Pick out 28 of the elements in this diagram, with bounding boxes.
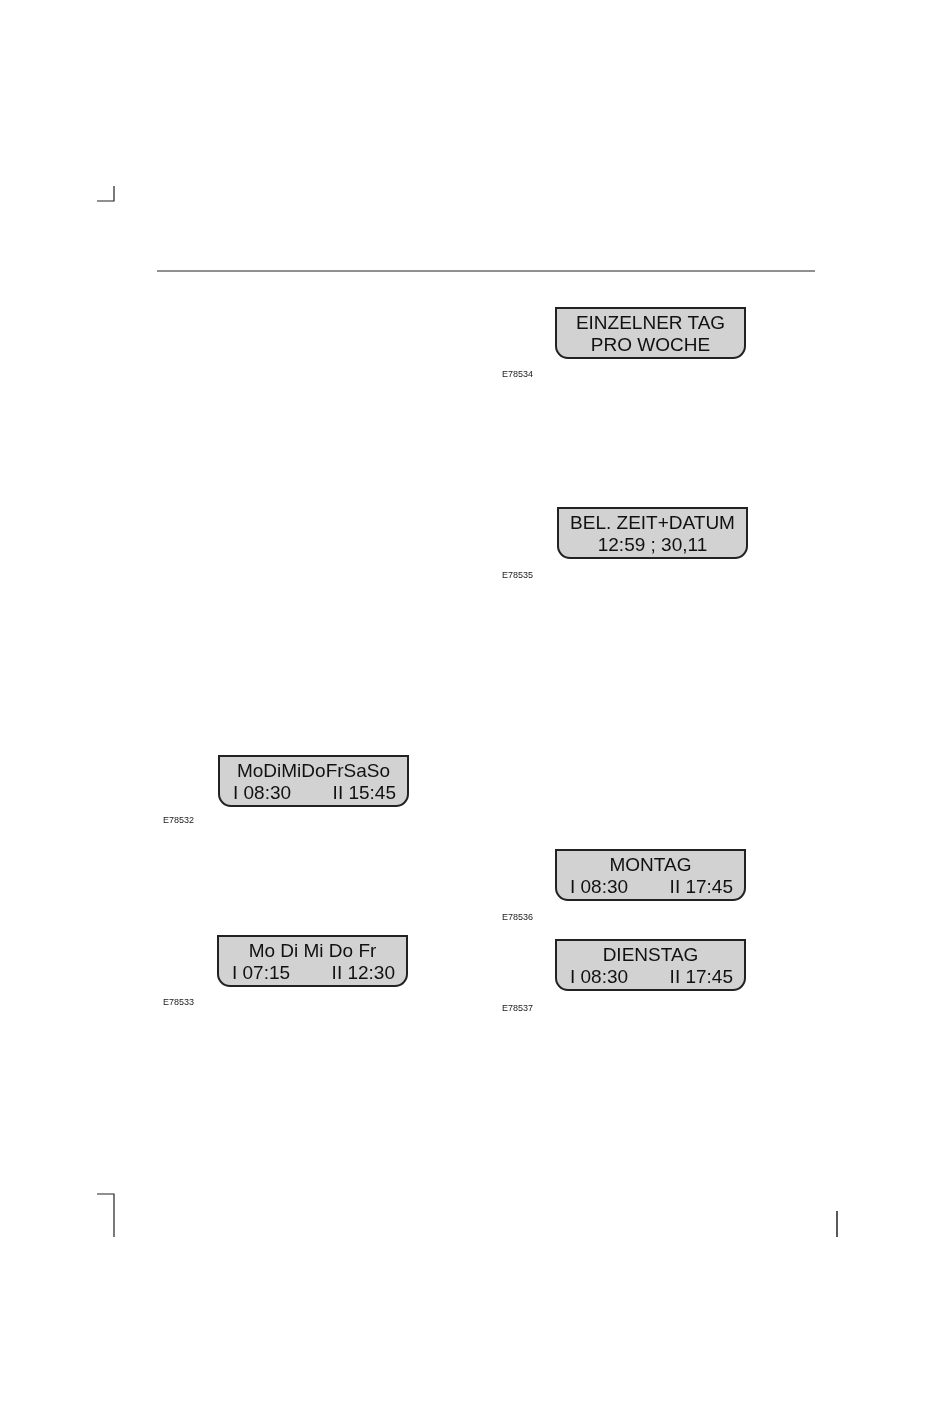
figure-code: E78534	[502, 369, 534, 379]
display-text: PRO WOCHE	[590, 334, 711, 355]
display-text: 12:59 ; 30,11	[597, 534, 708, 555]
lcd-display	[555, 849, 746, 901]
display-text: DIENSTAG	[602, 944, 699, 965]
display-text: I 08:30	[570, 966, 629, 988]
display-text: BEL. ZEIT+DATUM	[570, 512, 735, 533]
display-text: MONTAG	[609, 854, 692, 875]
display-text: I 07:15	[232, 962, 291, 984]
display-text: II 17:45	[669, 966, 733, 988]
lcd-display	[217, 935, 408, 987]
lcd-display	[555, 307, 746, 359]
lcd-display	[557, 507, 748, 559]
lcd-display	[555, 939, 746, 991]
display-text: MoDiMiDoFrSaSo	[236, 760, 391, 781]
figure-code: E78537	[502, 1003, 534, 1013]
figure-code: E78536	[502, 912, 534, 922]
figure-code: E78533	[163, 997, 195, 1007]
figure-code: E78535	[502, 570, 534, 580]
figure-code: E78532	[163, 815, 195, 825]
lcd-display	[218, 755, 409, 807]
display-text: I 08:30	[233, 782, 292, 804]
display-text: II 12:30	[331, 962, 395, 984]
display-text: II 15:45	[332, 782, 396, 804]
display-text: II 17:45	[669, 876, 733, 898]
display-text: EINZELNER TAG	[575, 312, 726, 333]
display-text: I 08:30	[570, 876, 629, 898]
display-text: Mo Di Mi Do Fr	[248, 940, 377, 961]
